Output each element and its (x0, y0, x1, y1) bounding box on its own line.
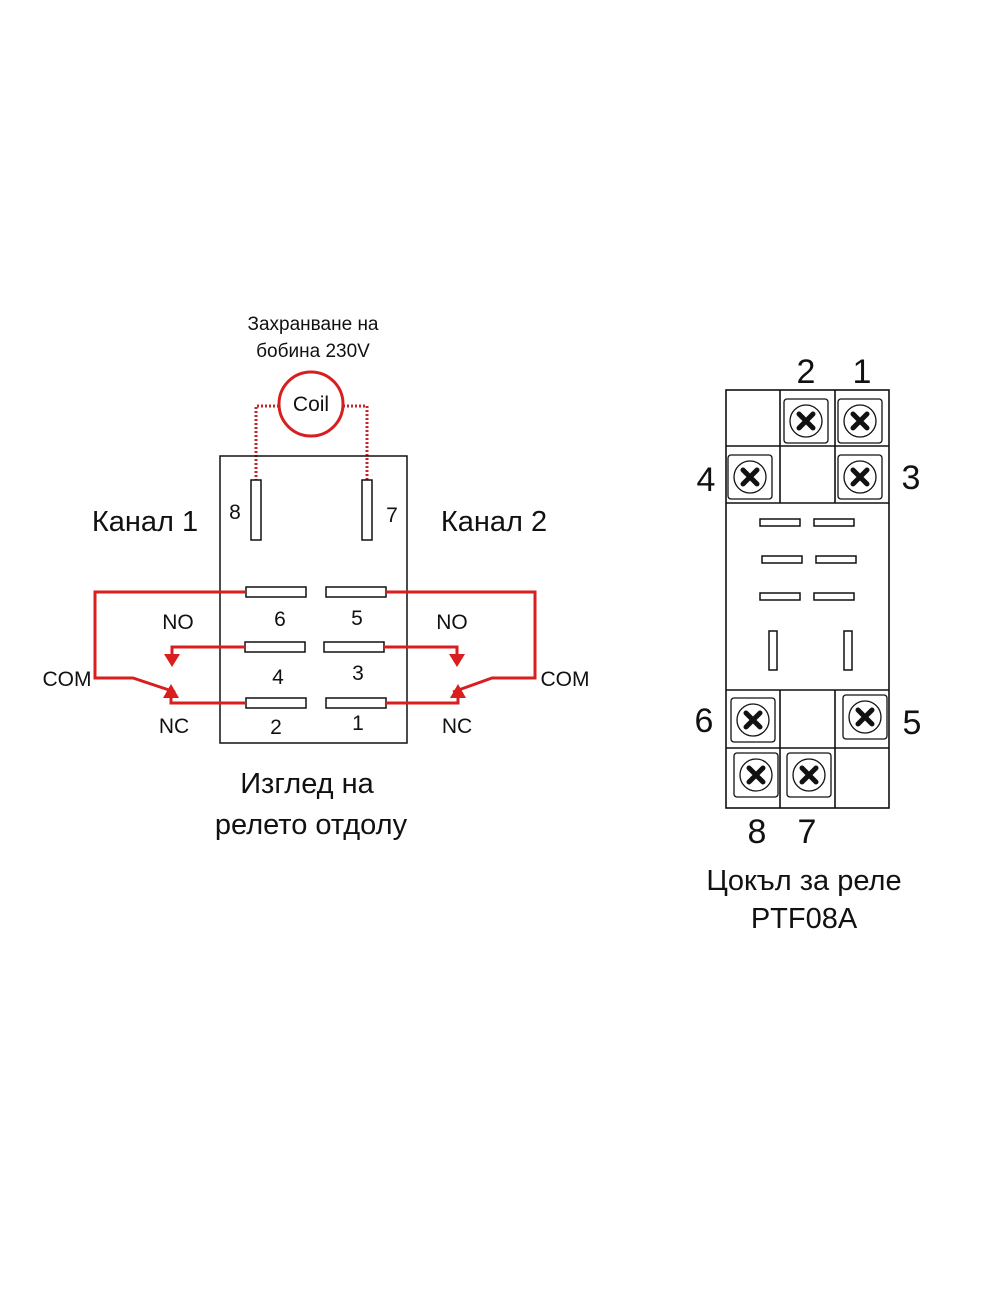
socket-slot (759, 518, 801, 527)
terminal-3-label: 3 (902, 459, 921, 497)
channel-1-nc-arrow-icon (163, 684, 179, 698)
channel-1-no-arrow-icon (164, 654, 180, 667)
socket-caption-line1: Цокъл за реле (706, 865, 901, 897)
socket-slot (761, 555, 803, 564)
nc-right-label: NC (442, 715, 472, 738)
pin-4 (244, 641, 306, 653)
relay-body-outline (219, 455, 408, 744)
pin-5-label: 5 (351, 607, 363, 630)
channel-2-no-wire (384, 645, 459, 656)
socket-slot (813, 518, 855, 527)
socket-outline (725, 389, 890, 809)
terminal-1-label: 1 (853, 353, 872, 391)
channel-2-com-wire (386, 590, 537, 694)
channel-2-no-arrow-icon (449, 654, 465, 667)
channel-2-nc-wire (386, 694, 460, 705)
coil-lead-left (254, 404, 279, 480)
terminal-5-label: 5 (903, 704, 922, 742)
no-left-label: NO (162, 611, 194, 634)
screw-terminal-icon (783, 398, 829, 444)
socket-slot (768, 630, 778, 671)
nc-left-label: NC (159, 715, 189, 738)
terminal-7-label: 7 (798, 813, 817, 851)
pin-5 (325, 586, 387, 598)
no-right-label: NO (436, 611, 468, 634)
socket-slot (759, 592, 801, 601)
terminal-2-label: 2 (797, 353, 816, 391)
pin-6 (245, 586, 307, 598)
pin-1-label: 1 (352, 712, 364, 735)
channel-2-nc-arrow-icon (450, 684, 466, 698)
coil-label: Coil (293, 393, 329, 416)
coil-lead-right (343, 404, 369, 480)
com-left-label: COM (43, 668, 92, 691)
screw-terminal-icon (786, 752, 832, 798)
channel-2-wiring (384, 590, 537, 705)
terminal-6-label: 6 (695, 702, 714, 740)
coil-symbol (277, 370, 345, 438)
channel-1-no-wire (170, 645, 245, 656)
channel-1-wiring (93, 590, 246, 705)
channel-1-label: Канал 1 (92, 506, 198, 538)
socket-slot (815, 555, 857, 564)
pin-1 (325, 697, 387, 709)
socket-ptf08a: 2 1 4 3 6 5 8 7 Цокъл за реле PTF08A (695, 353, 922, 935)
com-right-label: COM (541, 668, 590, 691)
relay-caption-line1: Изглед на (240, 768, 374, 800)
pin-2 (245, 697, 307, 709)
pin-6-label: 6 (274, 608, 286, 631)
coil-supply-label-line2: бобина 230V (256, 341, 370, 362)
channel-1-nc-wire (169, 694, 246, 705)
screw-terminal-icon (837, 454, 883, 500)
socket-slot (813, 592, 855, 601)
screw-terminal-icon (727, 454, 773, 500)
socket-slots (759, 518, 857, 671)
channel-2-label: Канал 2 (441, 506, 547, 538)
coil-supply-label-line1: Захранване на (247, 314, 378, 335)
screw-terminal-icon (842, 694, 888, 740)
channel-1-com-wire (93, 590, 246, 694)
terminal-4-label: 4 (697, 461, 716, 499)
pin-4-label: 4 (272, 666, 284, 689)
socket-slot (843, 630, 853, 671)
pin-7 (361, 479, 373, 541)
screw-terminal-icon (730, 697, 776, 743)
pin-2-label: 2 (270, 716, 282, 739)
relay-caption-line2: релето отдолу (215, 809, 408, 841)
pin-3-label: 3 (352, 662, 364, 685)
relay-bottom-view: Захранване на бобина 230V Coil 8 7 6 5 4… (43, 314, 590, 841)
screw-terminal-icon (837, 398, 883, 444)
pin-3 (323, 641, 385, 653)
socket-screws (727, 398, 888, 798)
screw-terminal-icon (733, 752, 779, 798)
pin-8 (250, 479, 262, 541)
pin-7-label: 7 (386, 504, 398, 527)
socket-grid-lines (726, 390, 889, 808)
pin-8-label: 8 (229, 501, 241, 524)
socket-caption-line2: PTF08A (751, 903, 858, 935)
terminal-8-label: 8 (748, 813, 767, 851)
